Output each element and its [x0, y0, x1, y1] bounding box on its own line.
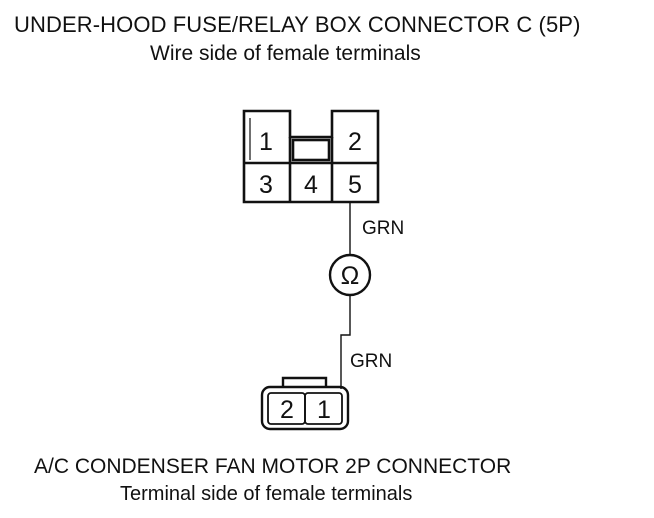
fan-connector-title: A/C CONDENSER FAN MOTOR 2P CONNECTOR	[34, 455, 512, 478]
connector-c-pin-3: 3	[259, 171, 273, 199]
connector-c-pin-5: 5	[348, 171, 362, 199]
connector-c-title: UNDER-HOOD FUSE/RELAY BOX CONNECTOR C (5…	[14, 12, 581, 37]
fan-connector-pin-1: 1	[317, 396, 331, 424]
wire-lower-color-label: GRN	[350, 351, 392, 372]
ohmmeter-symbol: Ω	[341, 262, 360, 290]
connector-c-latch	[291, 138, 331, 162]
connector-c-housing	[242, 109, 380, 204]
probe-wire-lower	[340, 295, 351, 389]
fan-connector	[260, 376, 350, 431]
fan-connector-housing	[260, 385, 350, 431]
connector-c-pin-2: 2	[348, 128, 362, 156]
fan-connector-subtitle: Terminal side of female terminals	[120, 483, 413, 505]
connector-c-pin-4: 4	[304, 171, 318, 199]
connector-c-subtitle: Wire side of female terminals	[150, 42, 421, 65]
fan-connector-pin-2: 2	[280, 396, 294, 424]
fan-connector-cavity-1	[304, 392, 343, 425]
connector-c-pin-1: 1	[259, 128, 273, 156]
fan-connector-latch	[281, 376, 328, 387]
wire-upper-color-label: GRN	[362, 218, 404, 239]
connector-c	[242, 109, 380, 204]
